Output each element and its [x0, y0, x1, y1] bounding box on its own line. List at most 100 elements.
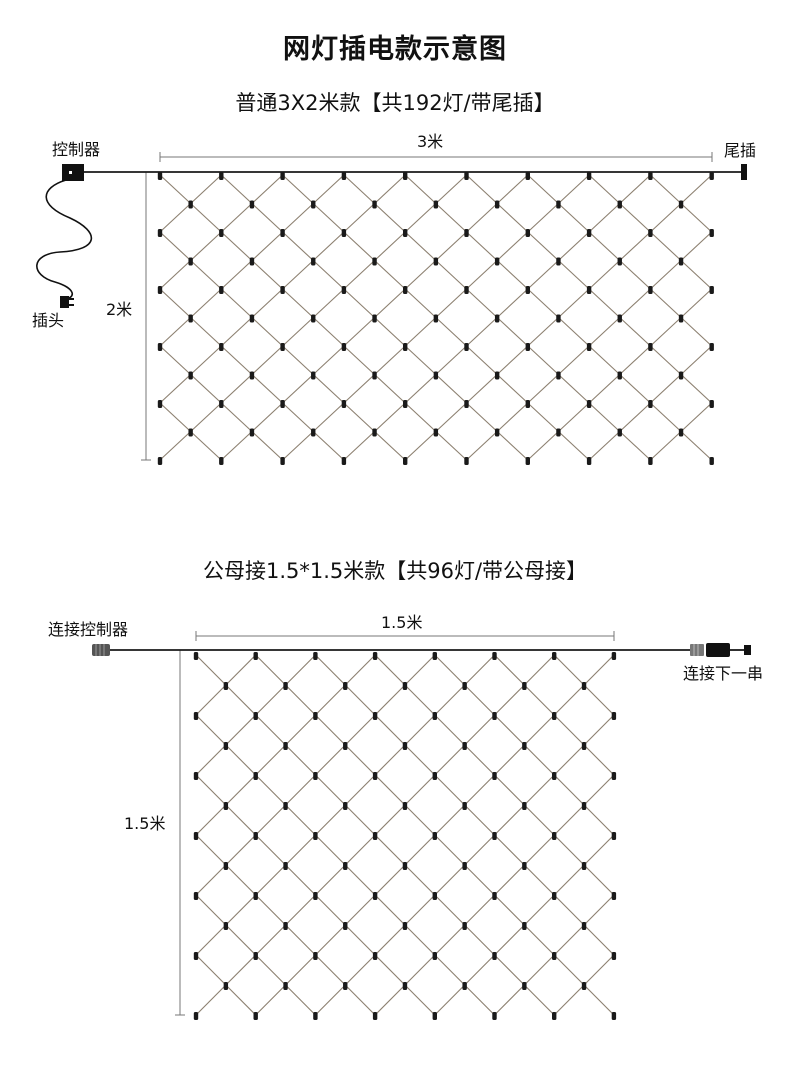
net-strand [434, 744, 466, 776]
net-strand [583, 894, 615, 926]
net-strand [496, 374, 529, 404]
bulb [581, 862, 587, 870]
net-strand [220, 374, 253, 404]
bulb [343, 802, 348, 810]
net-strand [312, 231, 345, 261]
net-strand [374, 774, 406, 806]
bulb [678, 200, 684, 209]
bulb [188, 257, 193, 266]
net-strand [285, 744, 316, 776]
diagram2-title: 公母接1.5*1.5米款【共96灯/带公母接】 [202, 559, 588, 583]
bulb [341, 172, 347, 180]
net-strand [583, 654, 615, 686]
net-strand [285, 954, 316, 986]
net-strand [464, 744, 495, 776]
bulb [552, 952, 557, 960]
net-strand [225, 744, 257, 776]
net-strand [496, 260, 529, 290]
net-strand [494, 684, 525, 716]
net-strand [404, 374, 437, 404]
net-strand [374, 864, 406, 896]
bulb [341, 457, 347, 465]
net-strand [190, 203, 222, 233]
net-strand [255, 924, 286, 956]
bulb [280, 343, 285, 351]
net-strand [190, 174, 222, 204]
bulb [709, 286, 714, 294]
net-strand [220, 260, 253, 290]
net-strand [251, 288, 283, 318]
net-strand [466, 260, 498, 290]
width-label-3m: 3米 [417, 132, 444, 151]
net-strand [588, 174, 621, 204]
net-strand [619, 345, 651, 375]
net-strand [496, 174, 529, 204]
bulb [403, 343, 408, 351]
net-strand [435, 288, 467, 318]
net-strand [583, 864, 615, 896]
bulb [492, 952, 497, 960]
net-strand [496, 402, 529, 432]
bulb [402, 862, 408, 870]
bulb [586, 172, 592, 180]
bulb [280, 286, 285, 294]
connect-controller-label: 连接控制器 [48, 620, 129, 639]
connect-controller-icon [92, 644, 110, 656]
net-strand [404, 984, 436, 1016]
bulb [193, 832, 199, 840]
bulb [343, 742, 348, 750]
controller-box [62, 164, 84, 181]
net-strand [344, 654, 376, 686]
net-strand [523, 984, 555, 1016]
net-strand [195, 684, 227, 716]
bulb [462, 862, 467, 870]
net-strand [404, 345, 437, 375]
net-strand [466, 288, 498, 318]
net-strand [434, 924, 466, 956]
net-strand [523, 954, 555, 986]
bulb [581, 982, 587, 990]
bulb [157, 457, 163, 465]
net-strand [159, 288, 192, 318]
bulb [433, 257, 439, 266]
net-strand [464, 924, 495, 956]
net-strand [523, 894, 555, 926]
net-strand [464, 984, 495, 1016]
plug-pin-2 [69, 304, 74, 306]
net-strand [315, 804, 346, 836]
net-strand [466, 174, 498, 204]
bulb [341, 343, 347, 351]
net-strand [190, 231, 222, 261]
net-strand [255, 714, 286, 746]
bulb [433, 314, 439, 323]
net-strand [315, 894, 346, 926]
net-strand [285, 774, 316, 806]
net-strand [404, 654, 436, 686]
net-strand [225, 834, 257, 866]
bulb [313, 652, 318, 660]
net-strand [583, 684, 615, 716]
bulb [341, 229, 347, 237]
net-strand [315, 684, 346, 716]
net-strand [190, 431, 222, 461]
net-strand [195, 804, 227, 836]
bulb [372, 712, 378, 720]
net-strand [434, 684, 466, 716]
bulb [432, 832, 437, 840]
net-strand [315, 654, 346, 686]
net-strand [251, 174, 283, 204]
bulb [611, 712, 617, 720]
net-strand [435, 174, 467, 204]
net-strand [195, 924, 227, 956]
bulb [372, 952, 378, 960]
height-label-2m: 2米 [106, 300, 133, 319]
net-strand [190, 402, 222, 432]
bulb [219, 229, 224, 237]
net-strand [553, 654, 585, 686]
bulb [522, 982, 527, 990]
bulb [283, 802, 288, 810]
net-strand [344, 924, 376, 956]
plug-label: 插头 [32, 311, 65, 330]
net-strand [255, 864, 286, 896]
net-strand [374, 174, 406, 204]
